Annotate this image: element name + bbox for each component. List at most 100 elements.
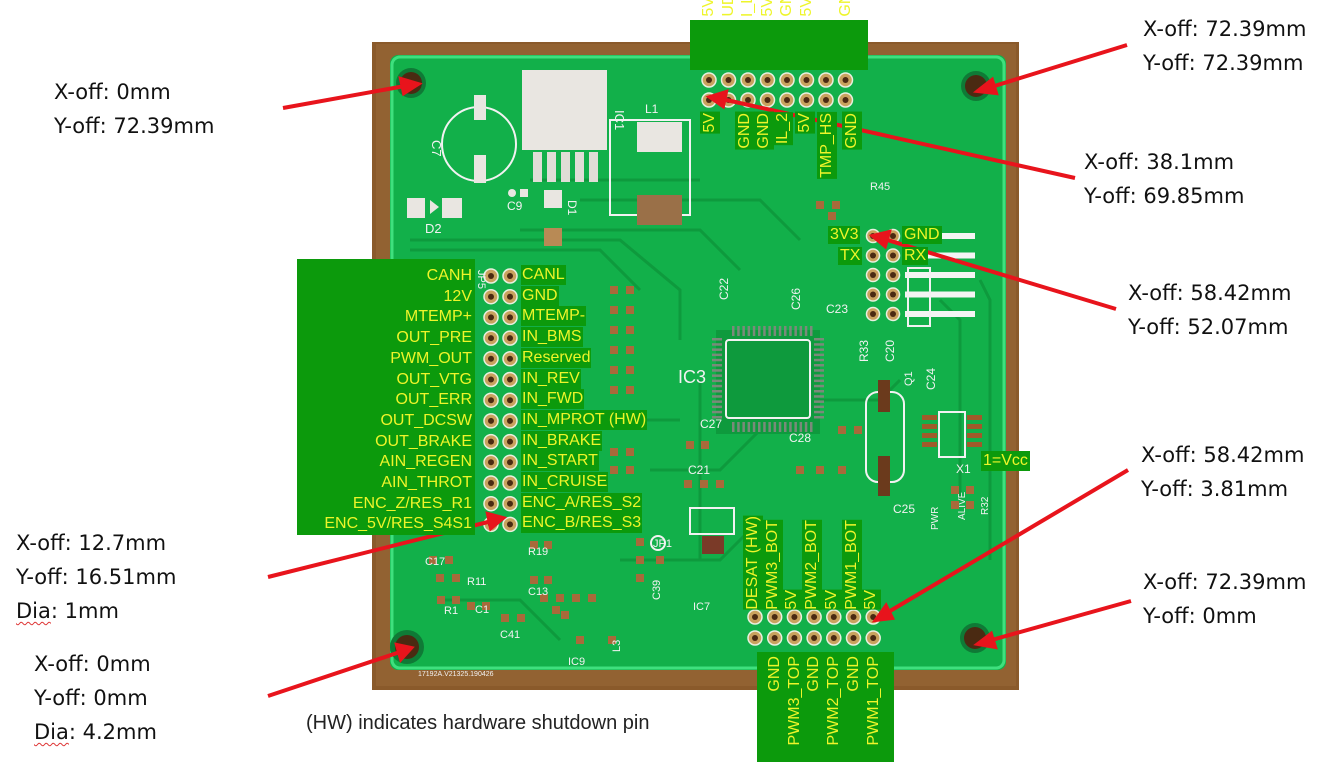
jp2-label-3v3: 3V3 — [828, 226, 861, 244]
silk-l3: L3 — [611, 640, 623, 652]
jp2-label-tx: TX — [838, 247, 863, 265]
silk-l1: L1 — [645, 102, 659, 116]
top-header-label-5: 5V — [797, 0, 815, 17]
smd-pad — [816, 466, 824, 474]
silk-c23: C23 — [826, 302, 848, 316]
diameter-value: Dia: 4.2mm — [34, 720, 157, 744]
top-header-label-1: UDC — [719, 0, 739, 17]
smd-pad — [626, 326, 634, 334]
y-offset-text: Y-off: 72.39mm — [54, 114, 215, 138]
jp5-left-pin-label: ENC_Z/RES_R1 — [352, 494, 472, 512]
top-header-label-0: 5V — [700, 0, 717, 17]
top-header-label-4: GND — [777, 0, 797, 17]
smd-pad — [610, 346, 618, 354]
smd-pad — [626, 286, 634, 294]
smd-pad — [966, 501, 974, 509]
jp5-left-pin-label: CANH — [426, 267, 472, 284]
top-header-lower-label-0: 5V — [700, 112, 720, 134]
smd-pad — [530, 576, 538, 584]
smd-pad — [684, 480, 692, 488]
smd-pad — [626, 448, 634, 456]
annotation-bottom-left-hole: X-off: 0mm Y-off: 0mm Dia: 4.2mm — [34, 647, 157, 749]
y-offset-text: Y-off: 52.07mm — [1128, 315, 1289, 339]
bottom-header-lower-label-0: GND — [766, 656, 783, 692]
silk-ic7: IC7 — [693, 601, 710, 613]
silk-c27: C27 — [700, 417, 722, 431]
smd-pad — [966, 486, 974, 494]
smd-pad — [452, 596, 460, 604]
bottom-header-upper-label-0: DESAT (HW) — [743, 516, 763, 610]
silk-r19: R19 — [528, 546, 548, 558]
bottom-header-pads — [747, 609, 881, 646]
x1-outline — [938, 411, 966, 458]
smd-pad — [429, 556, 437, 564]
jp2-label-gnd: GND — [902, 226, 942, 244]
silk-board-id: 17192A.V21325.190426 — [418, 671, 494, 678]
smd-pad — [517, 614, 525, 622]
top-header-label-2: I_L1 — [739, 0, 756, 17]
silk-jp1: JP1 — [653, 538, 672, 550]
smd-pad — [552, 606, 560, 614]
annotation-top-right-hole: X-off: 72.39mm Y-off: 72.39mm — [1143, 12, 1306, 80]
silk-q1: Q1 — [903, 371, 915, 386]
silk-ic3: IC3 — [678, 367, 706, 387]
silk-jp5: JP5 — [475, 270, 487, 289]
smd-pad — [610, 306, 618, 314]
jp5-left-pin-label: PWM_OUT — [390, 349, 472, 367]
smd-pads — [429, 201, 974, 644]
x-offset-text: X-off: 72.39mm — [1143, 570, 1307, 594]
smd-pad — [636, 574, 644, 582]
silk-c41: C41 — [500, 629, 520, 641]
silk-r32: R32 — [980, 496, 991, 515]
silk-c9: C9 — [507, 199, 523, 213]
silk-r11: R11 — [467, 576, 486, 588]
arrow-bottom-right-hole — [987, 599, 1132, 643]
smd-pad — [636, 538, 644, 546]
jp5-right-pin-label: Reserved — [521, 347, 592, 368]
x-offset-text: X-off: 58.42mm — [1141, 443, 1305, 467]
smd-pad — [828, 212, 836, 220]
jp5-right-pin-label: IN_FWD — [521, 389, 585, 410]
smd-pad — [816, 201, 824, 209]
smd-pad — [686, 441, 694, 449]
x1-pads — [922, 415, 982, 447]
smd-pad — [530, 541, 538, 549]
jp5-right-pin-label: IN_BRAKE — [521, 430, 603, 451]
smd-pad — [951, 486, 959, 494]
header-pin — [905, 311, 975, 317]
x-offset-text: X-off: 0mm — [54, 80, 171, 104]
jp2-label-rx: RX — [902, 247, 929, 265]
diameter-text: Dia: 1mm — [16, 594, 176, 628]
bottom-header-lower-label-5: PWM1_TOP — [864, 656, 882, 746]
arrow-bottom-left-hole — [267, 650, 401, 698]
smd-pad — [838, 426, 846, 434]
ic-outline — [689, 507, 735, 535]
silk-c26: C26 — [789, 288, 803, 310]
jp5-left-pin-label: 12V — [443, 287, 472, 305]
top-header-lower-label-1: GND — [735, 112, 755, 150]
smd-pad — [556, 594, 564, 602]
header-pin — [905, 272, 975, 278]
jp5-left-pin-label: ENC_5V/RES_S4S1 — [324, 515, 472, 533]
y-offset-text: Y-off: 16.51mm — [16, 565, 177, 589]
silk-c24: C24 — [924, 368, 938, 390]
silk-ic9: IC9 — [568, 656, 585, 668]
jp5-left-pin-label: OUT_DCSW — [380, 411, 472, 429]
annotation-jp2-pin1: X-off: 58.42mm Y-off: 52.07mm — [1128, 276, 1291, 344]
jp5-left-pin-label: AIN_THROT — [381, 474, 472, 491]
smd-pad — [700, 480, 708, 488]
jp5-right-pin-label: ENC_B/RES_S3 — [521, 513, 643, 534]
silk-pwr: PWR — [930, 507, 941, 530]
silk-d2: D2 — [425, 221, 442, 236]
smd-pad — [501, 614, 509, 622]
y-offset-text: Y-off: 69.85mm — [1084, 184, 1245, 208]
smd-pad — [610, 448, 618, 456]
footnote-caption: (HW) indicates hardware shutdown pin — [306, 712, 650, 734]
smd-pad — [610, 466, 618, 474]
bottom-header-upper-label-5: PWM1_BOT — [841, 520, 862, 610]
x-offset-text: X-off: 38.1mm — [1084, 150, 1235, 174]
top-header-lower-label-4: 5V — [795, 112, 815, 134]
ic1-regulator — [522, 70, 607, 182]
header-pin — [905, 291, 975, 298]
